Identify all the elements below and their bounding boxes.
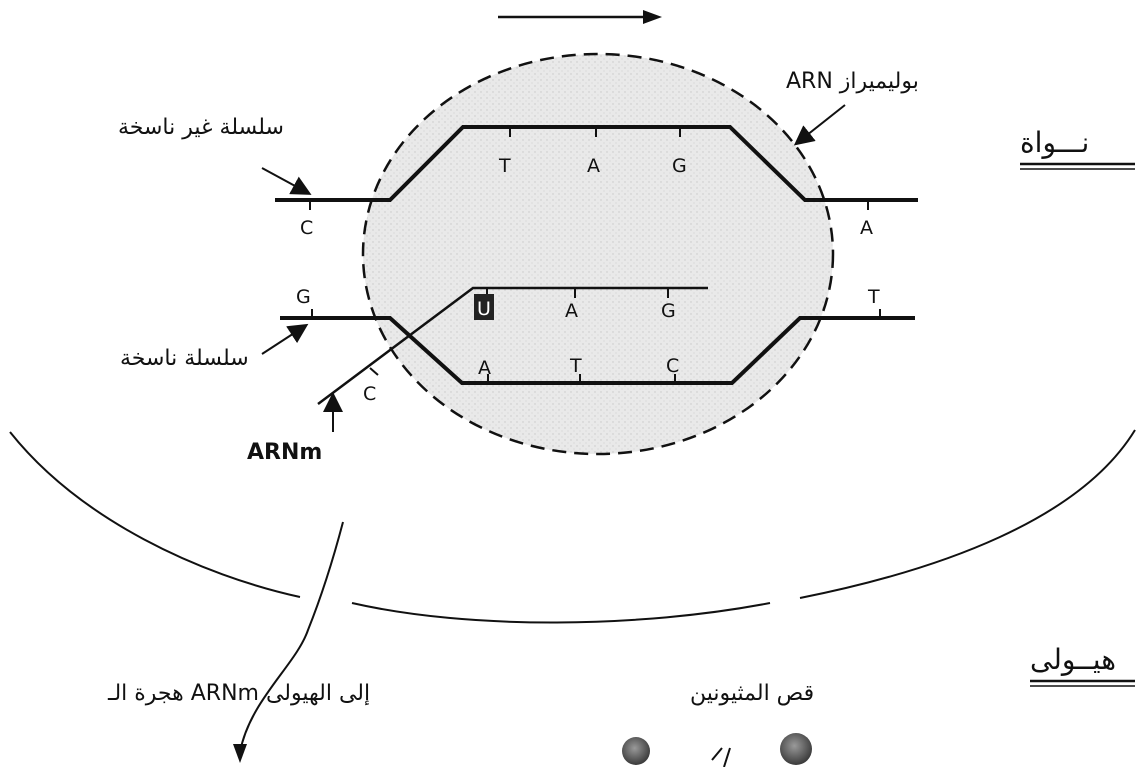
template-strand-ticks — [311, 309, 881, 383]
base-bottom-right: T — [867, 286, 880, 308]
base-top-left: C — [300, 217, 313, 239]
nuclear-envelope-bottom — [351, 602, 771, 624]
label-mrna: ARNm — [247, 440, 322, 465]
base-template-bubble-1: A — [478, 357, 491, 379]
label-cytoplasm: هيــولى — [1030, 643, 1116, 676]
amino-acid-dot-left — [622, 737, 650, 765]
nuclear-envelope-right — [799, 429, 1136, 599]
mrna-migration-path — [239, 521, 344, 753]
base-top-bubble-3: G — [672, 155, 687, 177]
base-rna-3: G — [661, 300, 676, 322]
base-top-right: A — [860, 217, 873, 239]
region-cytoplasm: هيــولى — [1030, 643, 1135, 687]
label-rna-polymerase: ARN بوليميراز — [786, 69, 919, 94]
highlighted-base-box — [474, 294, 494, 320]
mrna-strand — [317, 286, 708, 406]
base-rna-1: U — [477, 298, 491, 320]
cut-mark — [711, 747, 731, 768]
direction-arrow — [498, 10, 662, 24]
nuclear-envelope-left — [9, 431, 301, 598]
top-strand-ticks — [309, 127, 869, 210]
region-nucleus: نـــواة — [1020, 126, 1135, 170]
base-bottom-left: G — [296, 286, 311, 308]
pointer-template — [261, 323, 309, 355]
label-non-template-strand: سلسلة غير ناسخة — [118, 115, 284, 140]
base-template-bubble-3: C — [666, 355, 679, 377]
base-top-bubble-2: A — [587, 155, 600, 177]
rna-polymerase-bubble — [361, 52, 835, 456]
base-top-bubble-1: T — [498, 155, 511, 177]
base-rna-left: C — [363, 383, 376, 405]
label-mrna-migration: هجرة الـ ARNm إلى الهيولى — [107, 681, 370, 706]
migration-arrowhead — [233, 744, 247, 763]
base-template-bubble-2: T — [569, 355, 582, 377]
base-rna-2: A — [565, 300, 578, 322]
pointer-non-template — [261, 167, 312, 195]
label-nucleus: نـــواة — [1020, 126, 1089, 159]
label-methionine-cut: قص المثيونين — [690, 681, 814, 706]
amino-acid-dot-right — [780, 733, 812, 765]
pointer-rna-polymerase — [793, 104, 846, 146]
label-template-strand: سلسلة ناسخة — [120, 346, 249, 371]
template-strand — [280, 316, 915, 385]
